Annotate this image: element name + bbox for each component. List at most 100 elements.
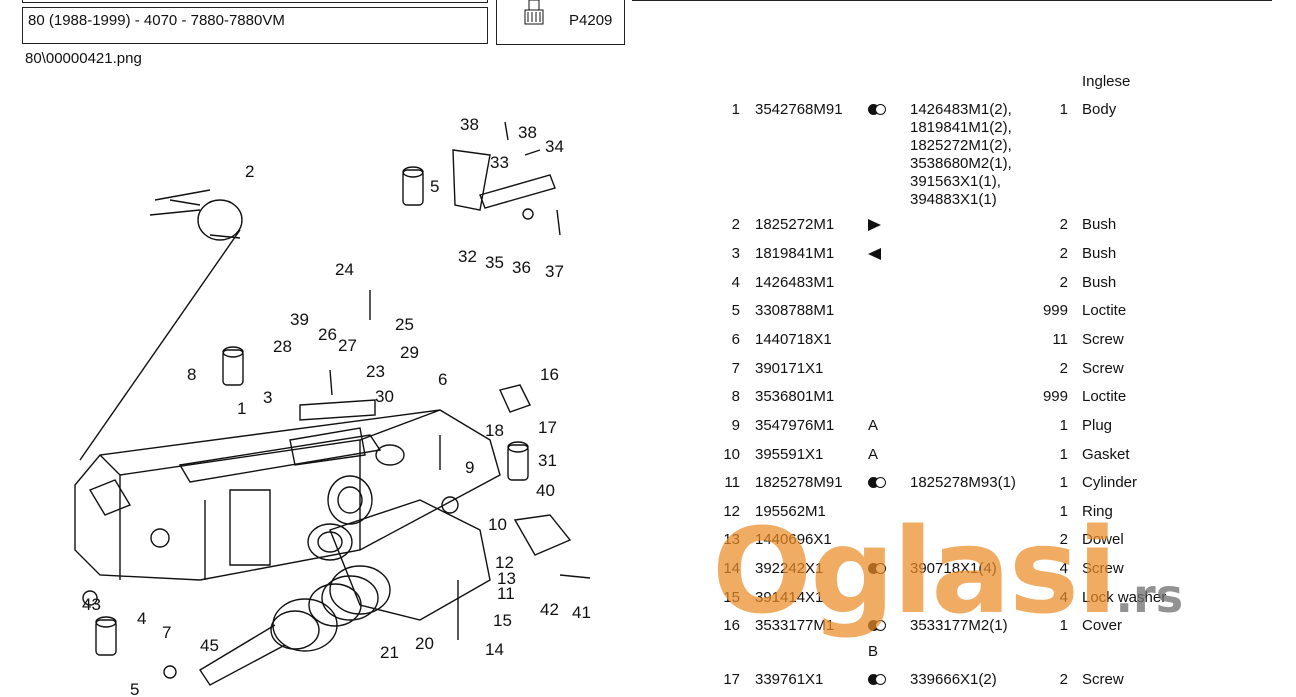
svg-text:5: 5 [130, 680, 139, 697]
svg-text:13: 13 [497, 569, 516, 588]
description: Loctite [1082, 302, 1127, 319]
quantity: 2 [1059, 274, 1068, 291]
svg-text:36: 36 [512, 258, 531, 277]
reference-list: 3533177M2(1) [910, 617, 1008, 634]
quantity: 2 [1059, 531, 1068, 548]
quantity: 4 [1059, 560, 1068, 577]
code-letter: A [868, 446, 879, 463]
part-number: 195562M1 [755, 503, 826, 520]
description: Plug [1082, 417, 1113, 434]
part-number: 1819841M1 [755, 245, 835, 262]
reference-list: 1426483M1(2), 1819841M1(2), 1825272M1(2)… [910, 101, 1012, 208]
header-rule [632, 0, 1272, 4]
svg-text:7: 7 [162, 623, 171, 642]
svg-text:21: 21 [380, 643, 399, 662]
svg-text:25: 25 [395, 315, 414, 334]
description: Screw [1082, 360, 1124, 377]
description: Bush [1082, 245, 1117, 262]
code-letter: B [868, 643, 879, 660]
svg-text:35: 35 [485, 253, 504, 272]
svg-text:26: 26 [318, 325, 337, 344]
quantity: 1 [1059, 617, 1068, 634]
svg-text:4: 4 [137, 609, 146, 628]
description: Screw [1082, 671, 1124, 688]
svg-text:17: 17 [538, 418, 557, 437]
part-number: 3547976M1 [755, 417, 835, 434]
part-number: 1440718X1 [755, 331, 832, 348]
svg-text:23: 23 [366, 362, 385, 381]
svg-text:6: 6 [438, 370, 447, 389]
part-number: 392242X1 [755, 560, 824, 577]
svg-text:16: 16 [540, 365, 559, 384]
quantity: 1 [1059, 474, 1068, 491]
svg-text:39: 39 [290, 310, 309, 329]
triangle-left-icon [868, 247, 881, 265]
part-number: 3542768M91 [755, 101, 843, 118]
svg-text:14: 14 [485, 640, 504, 659]
quantity: 999 [1042, 302, 1068, 319]
description: Cover [1082, 617, 1123, 634]
description: Body [1082, 101, 1117, 118]
reference-list: 390718X1(4) [910, 560, 997, 577]
description: Cylinder [1082, 474, 1138, 491]
svg-text:38: 38 [460, 115, 479, 134]
dots-icon [868, 617, 887, 635]
part-number: 3308788M1 [755, 302, 835, 319]
svg-text:24: 24 [335, 260, 354, 279]
part-number: 1825278M91 [755, 474, 843, 491]
quantity: 2 [1059, 360, 1068, 377]
svg-text:5: 5 [430, 177, 439, 196]
part-number: 3533177M1 [755, 617, 835, 634]
svg-text:29: 29 [400, 343, 419, 362]
svg-text:30: 30 [375, 387, 394, 406]
part-thumbnail-icon [524, 0, 544, 25]
svg-text:20: 20 [415, 634, 434, 653]
svg-text:3: 3 [263, 388, 272, 407]
part-number: 1825272M1 [755, 216, 835, 233]
svg-text:2: 2 [245, 162, 254, 181]
part-number: 1426483M1 [755, 274, 835, 291]
oglasi-watermark-logo: Oglasi.rs [712, 502, 1184, 640]
quantity: 1 [1059, 446, 1068, 463]
quantity: 1 [1059, 417, 1068, 434]
svg-text:45: 45 [200, 636, 219, 655]
svg-text:18: 18 [485, 421, 504, 440]
quantity: 2 [1059, 216, 1068, 233]
top-strip [22, 0, 488, 3]
file-path: 80\00000421.png [25, 50, 142, 67]
model-title: 80 (1988-1999) - 4070 - 7880-7880VM [22, 7, 488, 44]
part-number: 3536801M1 [755, 388, 835, 405]
description: Lock washer [1082, 589, 1167, 606]
description: Screw [1082, 560, 1124, 577]
svg-text:8: 8 [187, 365, 196, 384]
svg-text:33: 33 [490, 153, 509, 172]
description: Gasket [1082, 446, 1130, 463]
part-number: 1440696X1 [755, 531, 832, 548]
quantity: 2 [1059, 671, 1068, 688]
description: Ring [1082, 503, 1113, 520]
svg-text:42: 42 [540, 600, 559, 619]
part-number: 391414X1 [755, 589, 824, 606]
quantity: 1 [1059, 503, 1068, 520]
description: Dowel [1082, 531, 1124, 548]
language-column-header: Inglese [1082, 73, 1131, 90]
dots-icon [868, 101, 887, 119]
part-number: 390171X1 [755, 360, 824, 377]
description: Screw [1082, 331, 1124, 348]
svg-text:15: 15 [493, 611, 512, 630]
part-number: 339761X1 [755, 671, 824, 688]
reference-code: P4209 [569, 12, 613, 29]
quantity: 999 [1042, 388, 1068, 405]
code-letter: A [868, 417, 879, 434]
svg-text:34: 34 [545, 137, 564, 156]
svg-text:27: 27 [338, 336, 357, 355]
description: Bush [1082, 274, 1117, 291]
triangle-right-icon [868, 218, 881, 236]
quantity: 11 [1052, 331, 1068, 348]
svg-text:40: 40 [536, 481, 555, 500]
reference-list: 1825278M93(1) [910, 474, 1016, 491]
description: Bush [1082, 216, 1117, 233]
svg-text:1: 1 [237, 399, 246, 418]
dots-icon [868, 474, 887, 492]
